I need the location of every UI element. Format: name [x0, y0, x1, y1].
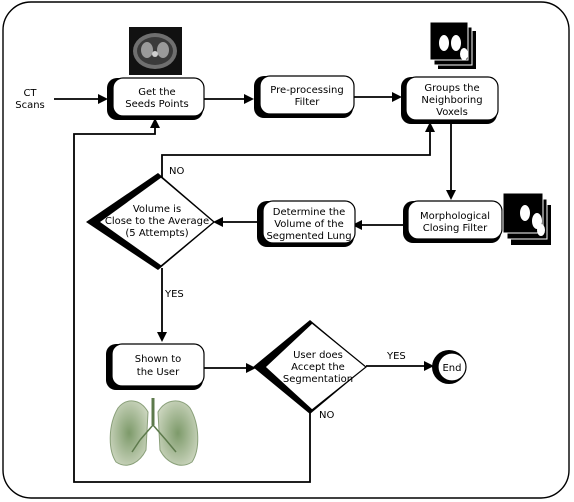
node-text-line3: Voxels: [436, 107, 468, 118]
node-text-line1: Shown to: [135, 354, 182, 365]
node-text-line2: Closing Filter: [423, 223, 488, 234]
node-box: [405, 76, 499, 121]
decision-text-line1: Volume is: [133, 204, 181, 215]
ct-slice-thumbnail: [129, 27, 182, 75]
end-circle: [437, 352, 467, 382]
label-user-yes: YES: [386, 351, 406, 362]
edge-volume-no-to-groups: [161, 122, 435, 183]
decision-text-line3: Segmentation: [283, 374, 353, 385]
node-determine-volume: Determine the Volume of the Segmented Lu…: [257, 200, 356, 247]
label-volume-no: NO: [169, 166, 184, 177]
decision-user-accepts-segmentation: User does Accept the Segmentation: [253, 320, 367, 414]
decision-volume-close-to-average: Volume is Close to the Average (5 Attemp…: [86, 173, 215, 270]
node-get-seeds-points: Get the Seeds Points: [107, 77, 205, 120]
decision-text-line2: Close to the Average: [105, 216, 209, 227]
node-end: End: [432, 350, 467, 384]
decision-text-line3: (5 Attempts): [125, 228, 188, 239]
node-text-line1: Morphological: [420, 211, 490, 222]
edge-user-no-to-seeds: [73, 118, 311, 483]
connectors: [54, 92, 456, 483]
decision-text-line1: User does: [293, 350, 343, 361]
node-text-line1: Determine the: [273, 207, 345, 218]
decision-diamond: [97, 176, 215, 267]
node-text-line1: Groups the: [424, 83, 479, 94]
node-box: [111, 343, 205, 387]
lung-3d-rendering: [109, 398, 199, 466]
node-shown-to-user: Shown to the User: [106, 343, 205, 390]
node-text-line2: Filter: [295, 97, 321, 108]
node-text-line2: the User: [137, 367, 180, 378]
input-label-line1: CT: [23, 88, 37, 99]
mask-stack-top: [429, 21, 476, 69]
node-box: [407, 200, 503, 240]
input-label-line2: Scans: [15, 100, 45, 111]
node-preprocessing-filter: Pre-processing Filter: [254, 75, 355, 118]
node-groups-neighboring-voxels: Groups the Neighboring Voxels: [401, 76, 499, 124]
node-box: [112, 77, 205, 117]
node-box: [259, 75, 355, 115]
label-user-no: NO: [319, 410, 334, 421]
node-text-line2: Volume of the: [274, 219, 344, 230]
node-text-line2: Neighboring: [421, 95, 482, 106]
mask-stack-right: [502, 192, 551, 245]
end-text: End: [442, 363, 461, 374]
node-text-line1: Get the: [138, 87, 175, 98]
node-text-line3: Segmented Lung: [266, 231, 351, 242]
label-volume-yes: YES: [164, 289, 184, 300]
node-text-line2: Seeds Points: [125, 99, 188, 110]
node-text-line1: Pre-processing: [270, 85, 343, 96]
node-morphological-closing-filter: Morphological Closing Filter: [403, 200, 503, 243]
decision-diamond: [264, 322, 367, 411]
input-ct-scans: CT Scans: [15, 88, 45, 111]
decision-text-line2: Accept the: [291, 362, 345, 373]
node-box: [262, 200, 356, 244]
